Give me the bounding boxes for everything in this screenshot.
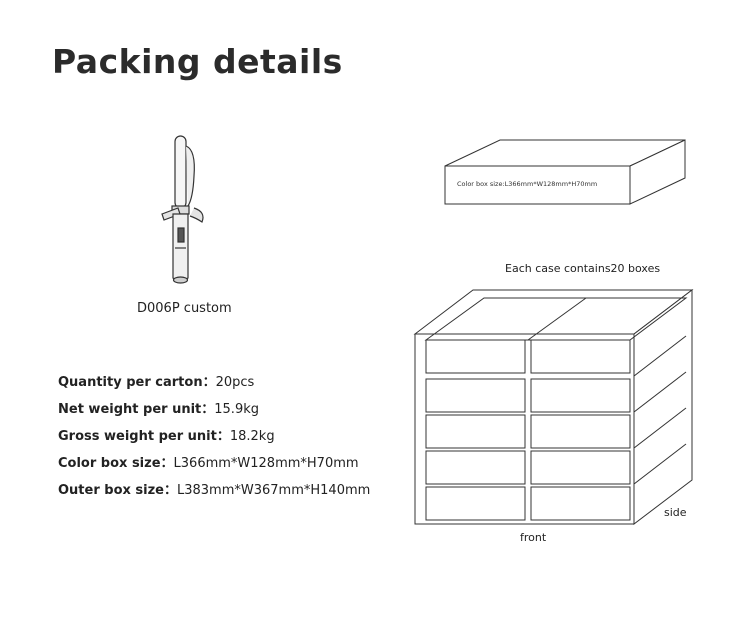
color-box-label: Color box size:L366mm*W128mm*H70mm: [457, 180, 598, 188]
carton-top-divider: [527, 297, 587, 341]
spec-value: 20pcs: [215, 375, 255, 390]
carton-side-divider: [633, 407, 687, 449]
spec-label: Gross weight per unit：: [58, 429, 230, 444]
spec-list: Quantity per carton：20pcs Net weight per…: [58, 374, 370, 509]
carton-box-cell: [425, 486, 526, 521]
curling-iron-icon: [161, 135, 204, 284]
front-label: front: [520, 531, 547, 544]
carton-box-cell: [425, 414, 526, 449]
carton-side-divider: [633, 335, 687, 377]
side-label: side: [664, 506, 687, 519]
carton-box-cell: [530, 414, 631, 449]
spec-value: L383mm*W367mm*H140mm: [177, 483, 371, 498]
carton-box-cell: [530, 378, 631, 413]
carton-box-cell: [425, 339, 526, 374]
spec-label: Outer box size：: [58, 483, 177, 498]
spec-row-net-weight: Net weight per unit：15.9kg: [58, 401, 370, 428]
carton-side-divider: [633, 371, 687, 413]
carton-box-cell: [425, 378, 526, 413]
box-icon: [444, 139, 686, 205]
spec-label: Color box size：: [58, 456, 174, 471]
carton-box-cell: [425, 450, 526, 485]
carton-icon: [413, 288, 694, 526]
carton-box-cell: [530, 450, 631, 485]
spec-label: Quantity per carton：: [58, 375, 216, 390]
spec-value: 18.2kg: [229, 429, 275, 444]
product-caption: D006P custom: [137, 301, 232, 316]
spec-value: 15.9kg: [214, 402, 259, 417]
spec-row-outer-box-size: Outer box size：L383mm*W367mm*H140mm: [58, 482, 370, 509]
case-caption: Each case contains20 boxes: [505, 262, 661, 275]
page-title: Packing details: [52, 42, 343, 81]
carton-box-cell: [530, 486, 631, 521]
spec-row-color-box-size: Color box size：L366mm*W128mm*H70mm: [58, 455, 370, 482]
carton-box-cell: [530, 339, 631, 374]
spec-row-quantity: Quantity per carton：20pcs: [58, 374, 370, 401]
carton-side-divider: [633, 443, 687, 485]
spec-value: L366mm*W128mm*H70mm: [173, 456, 359, 471]
carton-outline: [633, 288, 693, 526]
spec-row-gross-weight: Gross weight per unit：18.2kg: [58, 428, 370, 455]
spec-label: Net weight per unit：: [58, 402, 215, 417]
